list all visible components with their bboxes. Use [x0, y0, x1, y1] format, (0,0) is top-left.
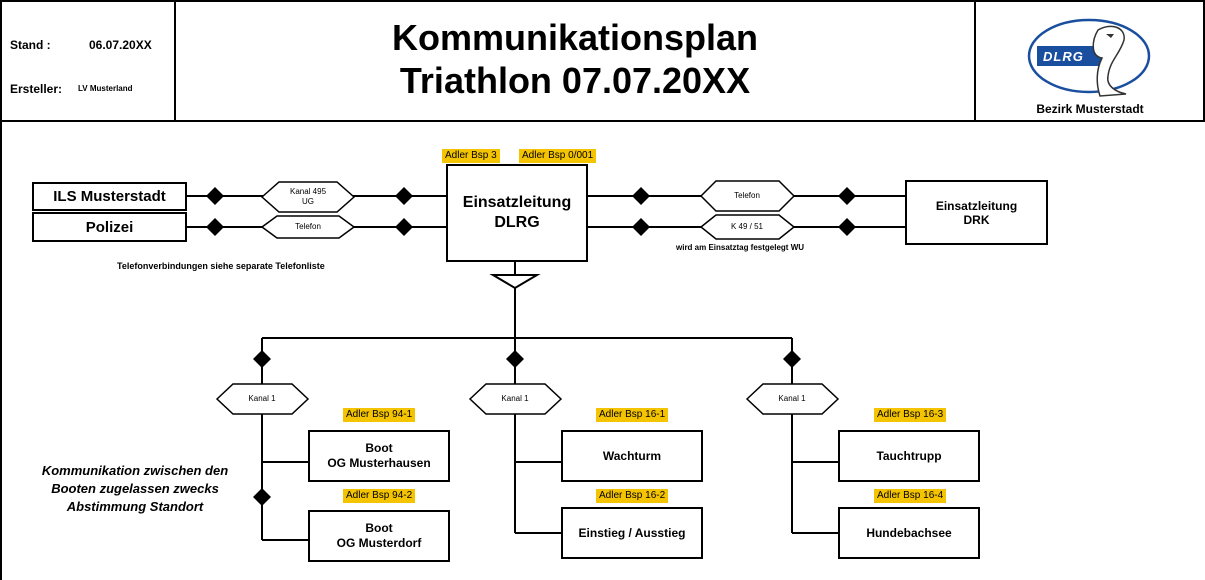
left-node1-line2: OG Musterhausen	[327, 456, 431, 470]
org-name: Bezirk Musterstadt	[1036, 102, 1144, 116]
conn-polizei-label: Telefon	[295, 222, 321, 231]
middle-tag2: Adler Bsp 16-2	[596, 489, 669, 503]
node-hundebachsee: Hundebachsee	[838, 507, 980, 559]
drk-line1: Einsatzleitung	[935, 198, 1018, 213]
ersteller-value: LV Musterland	[78, 84, 133, 93]
left-node2-line1: Boot	[365, 521, 393, 535]
node-tauchtrupp: Tauchtrupp	[838, 430, 980, 482]
node-boot-musterhausen: Boot OG Musterhausen	[308, 430, 450, 482]
left-node2-line2: OG Musterdorf	[336, 536, 422, 550]
node-ils: ILS Musterstadt	[32, 182, 187, 211]
conn-drk2-label: K 49 / 51	[730, 222, 764, 231]
right-tag1: Adler Bsp 16-3	[874, 408, 947, 422]
conn-drk1-label: Telefon	[734, 191, 760, 200]
boats-note: Kommunikation zwischen den Booten zugela…	[41, 463, 229, 514]
center-tag1: Adler Bsp 3	[442, 149, 500, 163]
stand-label: Stand :	[10, 38, 51, 52]
page-title-line1: Kommunikationsplan	[391, 17, 759, 58]
right-node1-label: Tauchtrupp	[876, 449, 942, 463]
right-node2-label: Hundebachsee	[866, 526, 952, 540]
node-wachturm: Wachturm	[561, 430, 703, 482]
node-einsatzleitung-dlrg: Einsatzleitung DLRG	[446, 164, 588, 262]
center-tag2: Adler Bsp 0/001	[519, 149, 597, 163]
left-node1-line1: Boot	[365, 441, 393, 455]
left-tag2: Adler Bsp 94-2	[343, 489, 416, 503]
node-ils-label: ILS Musterstadt	[53, 188, 166, 205]
center-line1: Einsatzleitung	[462, 194, 572, 211]
middle-tag1: Adler Bsp 16-1	[596, 408, 669, 422]
drk-line2: DRK	[963, 212, 990, 227]
stand-value: 06.07.20XX	[89, 38, 152, 52]
node-polizei: Polizei	[32, 212, 187, 242]
node-boot-musterdorf: Boot OG Musterdorf	[308, 510, 450, 562]
middle-node2-label: Einstieg / Ausstieg	[578, 526, 686, 540]
node-polizei-label: Polizei	[85, 218, 134, 236]
center-line2: DLRG	[494, 214, 540, 231]
right-channel-label: Kanal 1	[778, 394, 806, 403]
page-title-line2: Triathlon 07.07.20XX	[399, 60, 751, 101]
left-tag1: Adler Bsp 94-1	[343, 408, 416, 422]
drk-note: wird am Einsatztag festgelegt WU	[676, 243, 805, 252]
node-einstieg-ausstieg: Einstieg / Ausstieg	[561, 507, 703, 559]
phone-note: Telefonverbindungen siehe separate Telef…	[117, 261, 325, 271]
logo-text: DLRG	[1043, 49, 1084, 64]
middle-channel-label: Kanal 1	[501, 394, 529, 403]
conn-ils-label: Kanal 495 UG	[289, 187, 327, 206]
middle-node1-label: Wachturm	[602, 449, 662, 463]
right-tag2: Adler Bsp 16-4	[874, 489, 947, 503]
left-channel-label: Kanal 1	[248, 394, 276, 403]
node-einsatzleitung-drk: Einsatzleitung DRK	[905, 180, 1048, 245]
ersteller-label: Ersteller:	[10, 82, 63, 96]
